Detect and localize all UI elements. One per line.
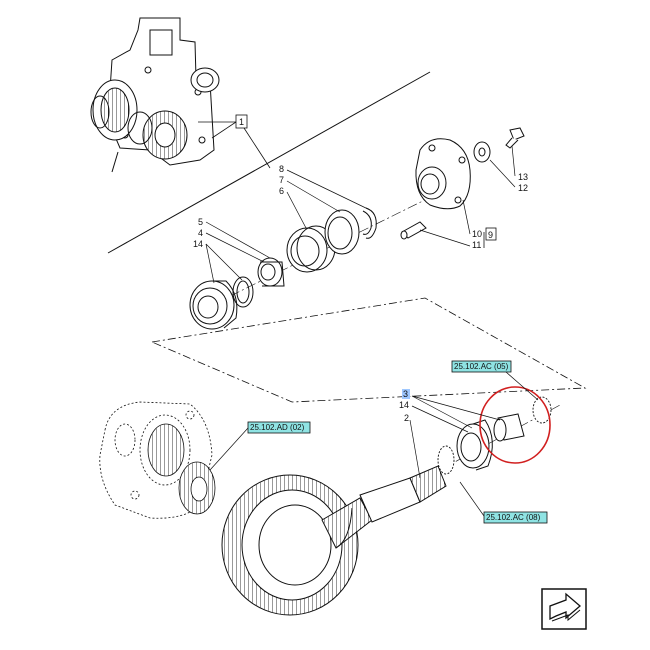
callout-4: 4 bbox=[198, 228, 203, 238]
callout-1: 1 bbox=[239, 117, 244, 127]
callout-9-box bbox=[485, 227, 497, 241]
callout-8: 8 bbox=[279, 164, 284, 174]
callout-14-upper: 14 bbox=[193, 239, 203, 249]
washer-12 bbox=[473, 141, 491, 163]
section-divider-line bbox=[107, 71, 431, 254]
ref-box-top[interactable]: 25.102.AC (05) bbox=[451, 360, 512, 373]
axis-line-upper bbox=[197, 189, 446, 313]
ref-box-bottom[interactable]: 25.102.AC (08) bbox=[483, 511, 548, 524]
shim-washer-lower bbox=[437, 445, 455, 475]
callout-12: 12 bbox=[518, 183, 528, 193]
callout-7: 7 bbox=[279, 175, 284, 185]
callout-5: 5 bbox=[198, 217, 203, 227]
snap-ring-14 bbox=[232, 276, 254, 308]
bearing-left bbox=[189, 280, 238, 330]
housing-assembly-drawing bbox=[90, 17, 220, 173]
seal-7 bbox=[324, 209, 360, 255]
crown-wheel-drawing bbox=[221, 474, 359, 616]
callout-10: 10 bbox=[472, 229, 482, 239]
shim-ring-right bbox=[532, 396, 552, 424]
callout-6: 6 bbox=[279, 186, 284, 196]
callout-1-box bbox=[235, 114, 248, 129]
callout-13: 13 bbox=[518, 172, 528, 182]
leaders-upper bbox=[205, 145, 516, 284]
callout-3: 3 bbox=[403, 389, 408, 399]
flange-cover bbox=[415, 138, 471, 210]
disc-6 bbox=[286, 225, 336, 273]
seal-part-4-5 bbox=[257, 257, 285, 287]
svg-text:25.102.AC (05): 25.102.AC (05) bbox=[454, 362, 509, 371]
callout-14-lower: 14 bbox=[399, 400, 409, 410]
circlip-8 bbox=[362, 207, 377, 239]
subassembly-frame bbox=[150, 297, 587, 403]
svg-text:25.102.AC (08): 25.102.AC (08) bbox=[486, 513, 541, 522]
callout-2: 2 bbox=[404, 413, 409, 423]
ref-box-left[interactable]: 25.102.AD (02) bbox=[247, 421, 311, 434]
callout-3-highlight bbox=[402, 389, 410, 399]
bearing-cup bbox=[493, 413, 525, 442]
svg-text:25.102.AD (02): 25.102.AD (02) bbox=[250, 423, 305, 432]
leader-1 bbox=[198, 121, 271, 169]
pin-10-11 bbox=[400, 221, 427, 240]
arrow-next-icon[interactable] bbox=[541, 588, 587, 630]
bearing-3 bbox=[456, 419, 493, 471]
callout-11: 11 bbox=[472, 240, 481, 250]
bolt-13 bbox=[505, 127, 525, 149]
differential-gear-drawing bbox=[147, 423, 216, 515]
pinion-shaft-drawing bbox=[321, 465, 447, 549]
highlight-circle bbox=[479, 386, 551, 464]
leaders-lower bbox=[409, 371, 539, 517]
callout-9: 9 bbox=[488, 230, 493, 240]
